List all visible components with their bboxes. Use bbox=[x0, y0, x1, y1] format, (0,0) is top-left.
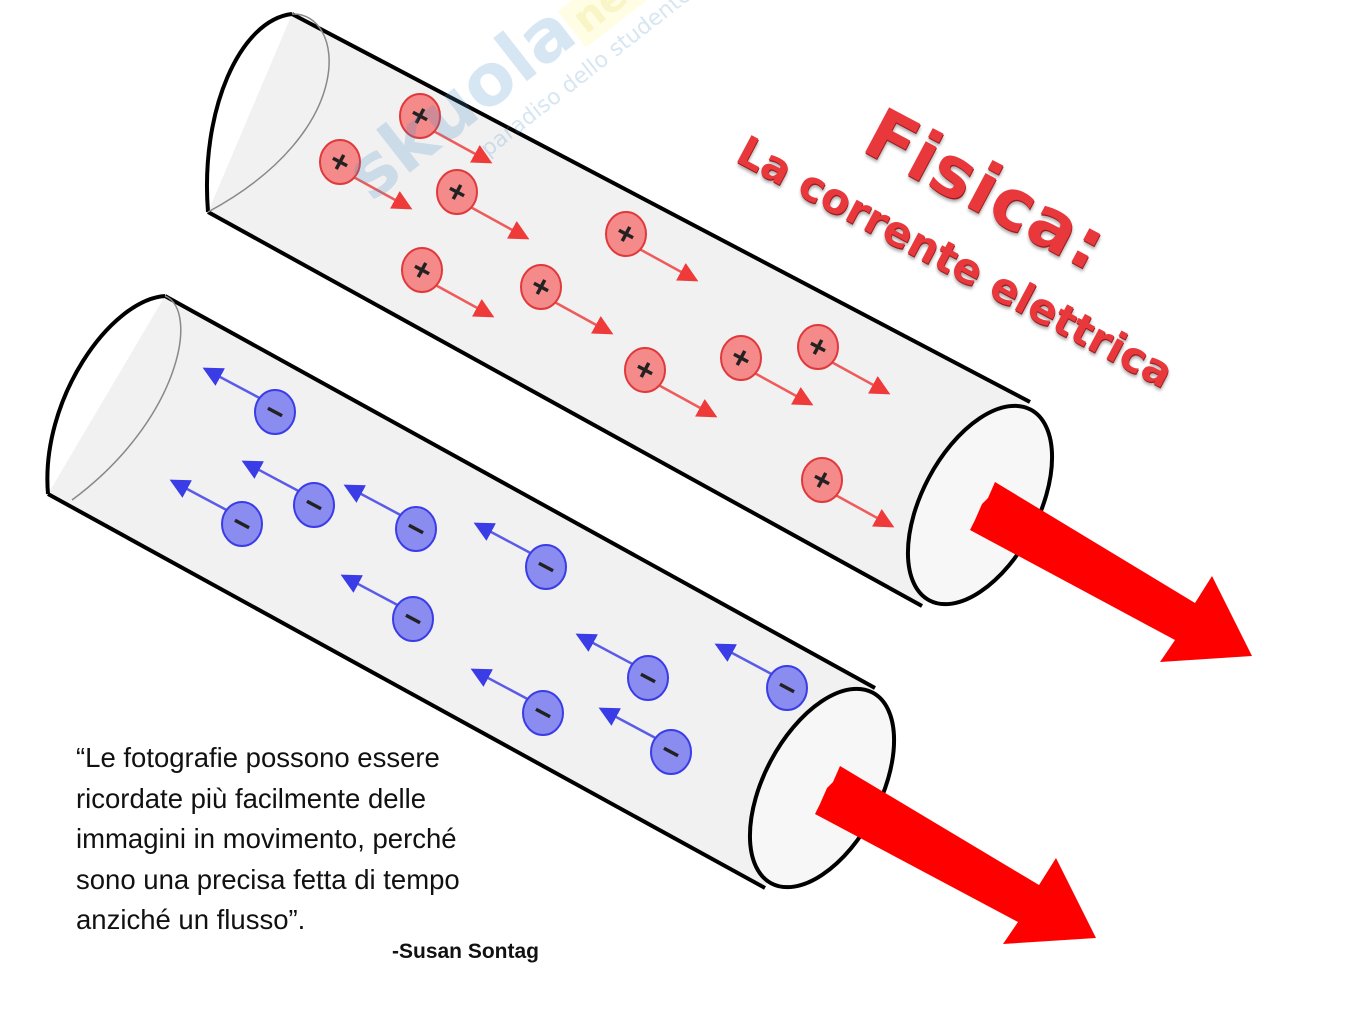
positive-charge bbox=[720, 335, 814, 406]
negative-charge bbox=[575, 633, 669, 701]
charge-arrow-right bbox=[633, 244, 699, 282]
charge-arrow-right bbox=[347, 172, 413, 210]
minus-icon bbox=[663, 746, 679, 758]
charge-arrow-left bbox=[169, 479, 235, 516]
cylinder-left-cap bbox=[205, 12, 293, 213]
minus-icon bbox=[640, 672, 656, 684]
current-arrow-icon-top bbox=[970, 482, 1252, 662]
minus-icon bbox=[306, 499, 322, 511]
charge-arrow-left bbox=[340, 574, 406, 611]
positive-charge bbox=[401, 247, 495, 318]
negative-charge bbox=[343, 484, 437, 552]
charge-arrow-left bbox=[202, 367, 268, 404]
minus-icon bbox=[535, 707, 551, 719]
charge-arrow-right bbox=[652, 380, 718, 418]
negative-charge bbox=[473, 522, 567, 590]
plus-icon bbox=[414, 262, 430, 278]
plus-icon bbox=[412, 108, 428, 124]
plus-icon bbox=[449, 184, 465, 200]
charge-arrow-left bbox=[714, 643, 780, 680]
plus-icon bbox=[814, 472, 830, 488]
plus-icon bbox=[637, 362, 653, 378]
current-arrow-icon-bottom bbox=[815, 766, 1096, 944]
minus-icon bbox=[234, 518, 250, 530]
quote-line: immagini in movimento, perché bbox=[76, 823, 457, 854]
cylinder-left-cap bbox=[45, 294, 166, 495]
negative-charge bbox=[202, 367, 296, 435]
plus-icon bbox=[332, 154, 348, 170]
minus-icon bbox=[405, 613, 421, 625]
minus-icon bbox=[267, 406, 283, 418]
charge-arrow-right bbox=[829, 490, 895, 528]
positive-charge bbox=[319, 139, 413, 210]
cylinder-top-edge bbox=[291, 12, 1031, 404]
minus-icon bbox=[408, 523, 424, 535]
charge-arrow-right bbox=[548, 297, 614, 335]
charge-arrow-right bbox=[464, 202, 530, 240]
plus-icon bbox=[810, 339, 826, 355]
charge-arrow-left bbox=[598, 707, 664, 744]
quote-line: anziché un flusso”. bbox=[76, 904, 306, 935]
cylinder-bottom-edge bbox=[207, 210, 923, 608]
quote-line: ricordate più facilmente delle bbox=[76, 782, 427, 814]
charge-arrow-left bbox=[470, 668, 536, 705]
minus-icon bbox=[779, 682, 795, 694]
quote: “Le fotografie possono essere ricordate … bbox=[76, 738, 556, 941]
plus-icon bbox=[733, 350, 749, 366]
quote-line: sono una precisa fetta di tempo bbox=[76, 863, 460, 895]
positive-charge bbox=[520, 264, 614, 335]
cylinder-left-cap-back bbox=[71, 295, 182, 501]
cylinder-left-cap-back bbox=[207, 13, 330, 213]
negative-charge bbox=[340, 574, 434, 642]
cylinder-top-edge bbox=[164, 294, 876, 690]
charge-arrow-left bbox=[343, 484, 409, 521]
negative-charge bbox=[169, 479, 263, 547]
charge-arrow-left bbox=[241, 460, 307, 497]
plus-icon bbox=[618, 226, 634, 242]
charge-arrow-left bbox=[473, 522, 539, 559]
positive-charge bbox=[797, 324, 891, 395]
plus-icon bbox=[533, 279, 549, 295]
positive-charge bbox=[436, 169, 530, 240]
cylinder-bottom-edge bbox=[47, 492, 766, 890]
negative-charge bbox=[714, 643, 808, 711]
charge-arrow-right bbox=[748, 368, 814, 406]
quote-author: -Susan Sontag bbox=[392, 940, 540, 963]
positive-charge bbox=[801, 457, 895, 528]
negative-charge bbox=[598, 707, 692, 775]
minus-icon bbox=[538, 561, 554, 573]
charge-arrow-right bbox=[825, 357, 891, 395]
negative-charge bbox=[470, 668, 564, 736]
negative-charge bbox=[241, 460, 335, 528]
charge-arrow-left bbox=[575, 633, 641, 670]
charge-arrow-right bbox=[429, 280, 495, 318]
quote-line: “Le fotografie possono essere bbox=[76, 742, 440, 773]
positive-charge bbox=[399, 93, 493, 164]
charge-arrow-right bbox=[427, 126, 493, 164]
positive-charge bbox=[624, 347, 718, 418]
positive-charge bbox=[605, 211, 699, 282]
